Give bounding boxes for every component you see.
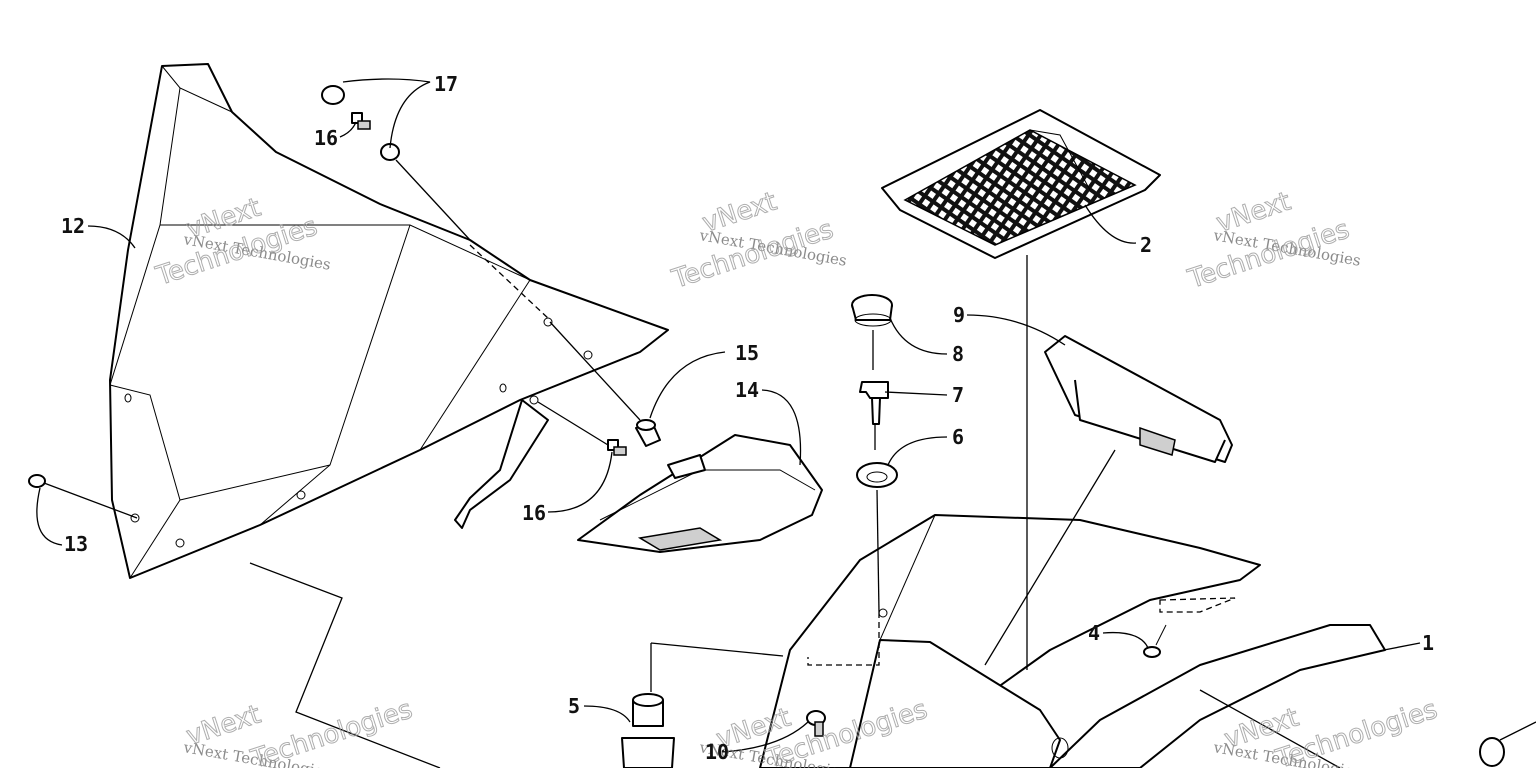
watermark-word-1: vNext [699, 187, 781, 239]
grommet-part-15 [635, 419, 661, 447]
storage-net-part-2 [881, 109, 1161, 259]
callout-17: 17 [434, 72, 458, 96]
screw-part-16-upper [351, 112, 371, 130]
callout-14: 14 [735, 378, 759, 402]
key-cap-part-8 [851, 294, 893, 327]
nut-part-6 [856, 462, 898, 488]
callout-16-upper: 16 [314, 126, 338, 150]
callouts: 1 2 4 5 6 7 8 9 10 12 13 14 15 16 16 17 [61, 72, 1434, 764]
key-part-7 [859, 381, 889, 425]
fastener-part-13 [28, 474, 46, 488]
watermark-2: vNext Technologies vNext Technologies [667, 186, 848, 295]
module-part-9 [1044, 335, 1233, 463]
watermark-word-2: Technologies [247, 695, 416, 768]
callout-1: 1 [1422, 631, 1434, 655]
callout-5: 5 [568, 694, 580, 718]
callout-6: 6 [952, 425, 964, 449]
screw-part-4 [1143, 624, 1167, 658]
bushing-part-17 [321, 85, 400, 161]
callout-16-lower: 16 [522, 501, 546, 525]
hood-part-1 [759, 514, 1386, 768]
callout-10: 10 [705, 740, 729, 764]
leader-lines [36, 78, 1421, 753]
watermark-6: vNext Technologies vNext Technologies [1211, 694, 1441, 768]
nut-part-3 [1479, 737, 1505, 767]
callout-4: 4 [1088, 621, 1100, 645]
windshield-part-12 [109, 63, 669, 579]
callout-2: 2 [1140, 233, 1152, 257]
watermark-word-1: vNext [1213, 187, 1295, 239]
watermark-3: vNext Technologies vNext Technologies [1183, 186, 1362, 295]
light-part-14 [577, 434, 823, 553]
assembly-lines [43, 159, 1536, 768]
callout-15: 15 [735, 341, 759, 365]
callout-12: 12 [61, 214, 85, 238]
callout-7: 7 [952, 383, 964, 407]
callout-13: 13 [64, 532, 88, 556]
fitting-part-5 [621, 693, 675, 768]
screw-part-10 [806, 710, 826, 737]
callout-8: 8 [952, 342, 964, 366]
screw-part-16-lower [607, 439, 627, 456]
callout-9: 9 [953, 303, 965, 327]
